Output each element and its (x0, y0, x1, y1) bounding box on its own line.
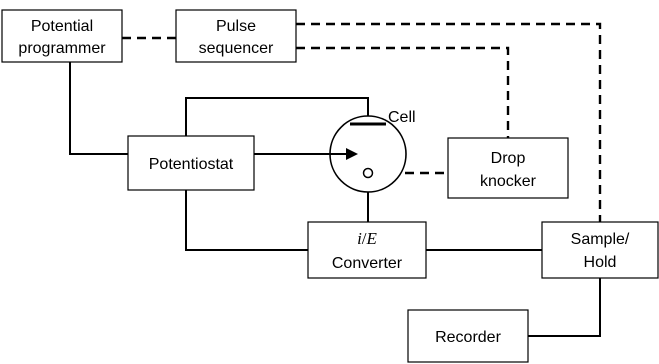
wire-programmer-to-potentiostat (69, 62, 128, 155)
pulse-sequencer-block: Pulse sequencer (175, 9, 297, 63)
cell: Cell (329, 109, 416, 193)
drop-knocker-label-line1: Drop (491, 150, 526, 167)
sample-hold-label-line2: Hold (584, 254, 617, 271)
drop-knocker-block: Drop knocker (447, 137, 569, 199)
potentiostat-box (127, 135, 255, 191)
potentiostat-label: Potentiostat (149, 156, 234, 173)
cell-label: Cell (388, 109, 416, 126)
dash-sequencer-to-samplehold (296, 22, 602, 222)
ie-converter-slash: / (362, 229, 367, 248)
pulse-sequencer-box (175, 9, 297, 63)
dashed-connections (122, 22, 602, 222)
ie-converter-label-line2: Converter (332, 255, 403, 272)
ie-converter-i: i (357, 229, 362, 248)
potentiostat-block: Potentiostat (127, 135, 255, 191)
wire-potentiostat-to-cell-top (185, 97, 369, 136)
cell-arrow-head (346, 148, 358, 160)
solid-connections (69, 62, 601, 337)
drop-knocker-label-line2: knocker (480, 173, 537, 190)
potential-programmer-label-line1: Potential (31, 18, 93, 35)
pulse-sequencer-label-line2: sequencer (199, 40, 274, 57)
dash-sequencer-to-dropknocker (296, 46, 510, 138)
cell-drop-electrode (362, 167, 374, 179)
ie-converter-e: E (366, 229, 378, 248)
ie-converter-box (307, 221, 427, 279)
wire-samplehold-to-recorder (528, 278, 601, 337)
ie-converter-label-line1: i/E (357, 229, 377, 248)
recorder-block: Recorder (407, 309, 529, 363)
potential-programmer-block: Potential programmer (1, 9, 123, 63)
sample-hold-block: Sample/ Hold (541, 221, 659, 279)
drop-knocker-box (447, 137, 569, 199)
pulse-sequencer-label-line1: Pulse (216, 18, 256, 35)
recorder-box (407, 309, 529, 363)
wire-potentiostat-to-converter (185, 190, 308, 251)
sample-hold-label-line1: Sample/ (571, 231, 630, 248)
potential-programmer-label-line2: programmer (18, 40, 106, 57)
ie-converter-block: i/E Converter (307, 221, 427, 279)
potential-programmer-box (1, 9, 123, 63)
sample-hold-box (541, 221, 659, 279)
recorder-label: Recorder (435, 329, 501, 346)
